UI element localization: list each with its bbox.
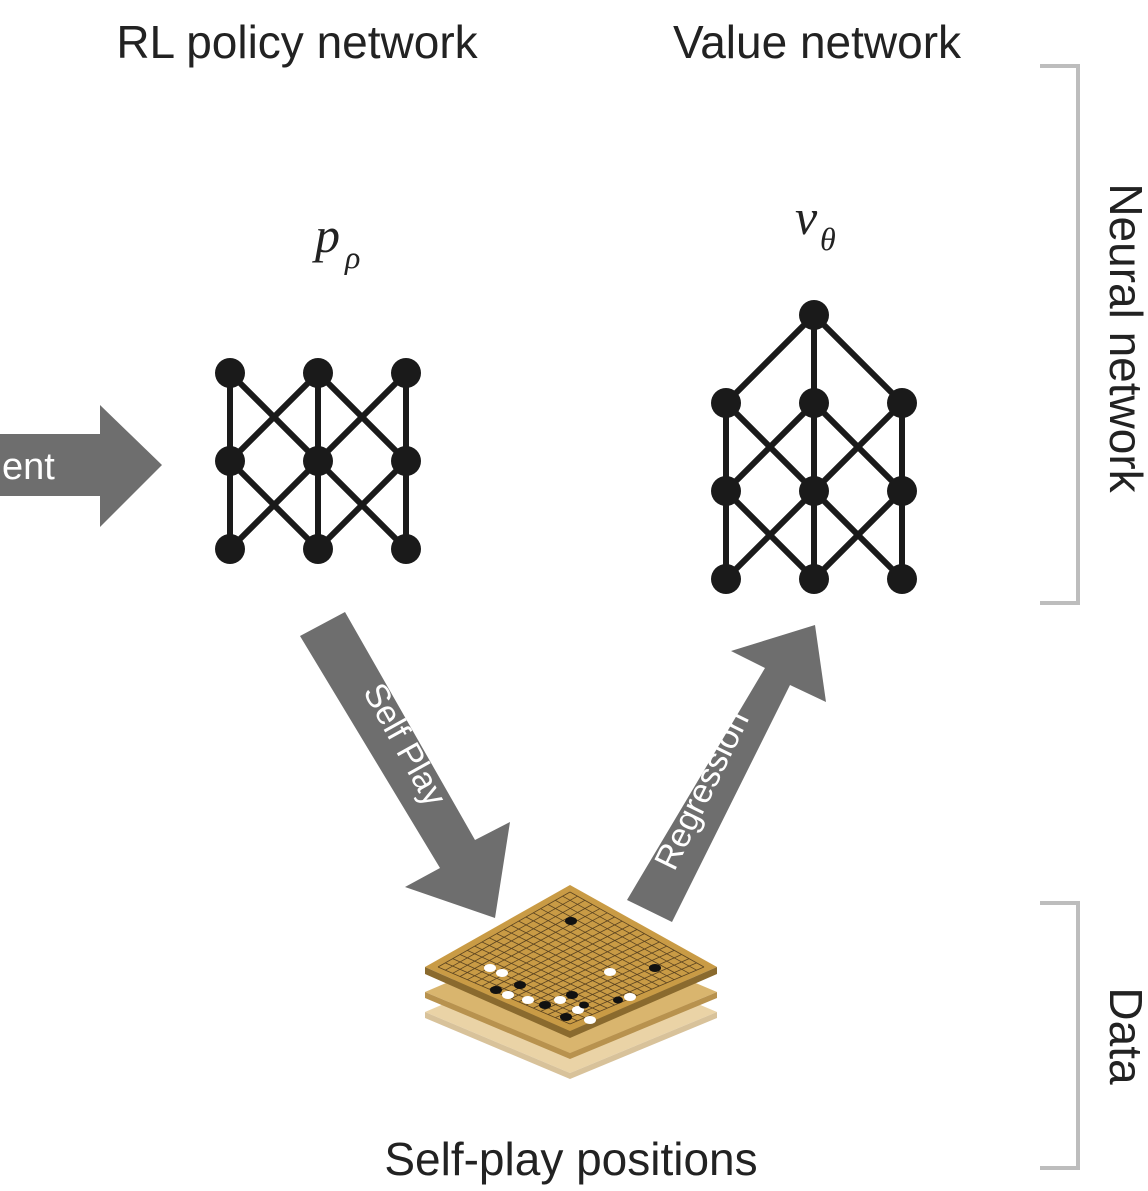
neural-network-label: Neural network: [1100, 183, 1148, 493]
policy-symbol: p ρ: [312, 207, 360, 275]
value-node: [711, 388, 741, 418]
black-stone: [514, 981, 526, 989]
policy-network-title: RL policy network: [116, 16, 478, 68]
left-partial-arrow: ent: [0, 405, 162, 527]
data-label: Data: [1100, 987, 1148, 1085]
policy-node: [391, 534, 421, 564]
regression-arrow-shape: [627, 625, 826, 922]
value-node: [799, 300, 829, 330]
value-network-title: Value network: [673, 16, 962, 68]
policy-node: [215, 446, 245, 476]
black-stone: [539, 1001, 551, 1009]
value-node: [887, 564, 917, 594]
regression-arrow: Regression: [627, 625, 826, 922]
value-node: [711, 476, 741, 506]
value-node: [799, 476, 829, 506]
white-stone: [604, 968, 616, 976]
white-stone: [502, 991, 514, 999]
white-stone: [584, 1016, 596, 1024]
policy-node: [215, 358, 245, 388]
policy-symbol-main: p: [312, 207, 340, 263]
go-stones: [484, 917, 661, 1024]
board-layer-top: [425, 885, 717, 1031]
self-play-arrow: Self Play: [300, 612, 510, 918]
white-stone: [522, 996, 534, 1004]
policy-node: [303, 534, 333, 564]
black-stone: [560, 1013, 572, 1021]
black-stone: [565, 917, 577, 925]
value-symbol-main: v: [795, 189, 818, 245]
policy-node: [303, 358, 333, 388]
value-symbol-subscript: θ: [820, 221, 836, 257]
policy-network-nodes: [215, 358, 421, 564]
board-caption: Self-play positions: [384, 1133, 757, 1185]
black-stone: [613, 996, 623, 1004]
black-stone: [579, 1001, 589, 1009]
white-stone: [484, 964, 496, 972]
value-node: [799, 564, 829, 594]
neural-network-bracket: [1040, 64, 1080, 605]
left-arrow-shape: [0, 405, 162, 527]
black-stone: [490, 986, 502, 994]
policy-node: [391, 446, 421, 476]
policy-node: [391, 358, 421, 388]
policy-node: [303, 446, 333, 476]
value-node: [887, 388, 917, 418]
policy-symbol-subscript: ρ: [344, 239, 360, 275]
value-node: [711, 564, 741, 594]
white-stone: [624, 993, 636, 1001]
policy-node: [215, 534, 245, 564]
black-stone: [649, 964, 661, 972]
left-arrow-label: ent: [2, 446, 55, 488]
value-network-edges: [723, 312, 905, 582]
self-play-arrow-shape: [300, 612, 510, 918]
data-bracket: [1040, 901, 1080, 1170]
white-stone: [554, 996, 566, 1004]
value-symbol: v θ: [795, 189, 836, 257]
value-node: [799, 388, 829, 418]
white-stone: [496, 969, 508, 977]
go-board-stack: [425, 885, 717, 1079]
value-node: [887, 476, 917, 506]
value-network-nodes: [711, 300, 917, 594]
white-stone: [572, 1006, 584, 1014]
black-stone: [566, 991, 578, 999]
